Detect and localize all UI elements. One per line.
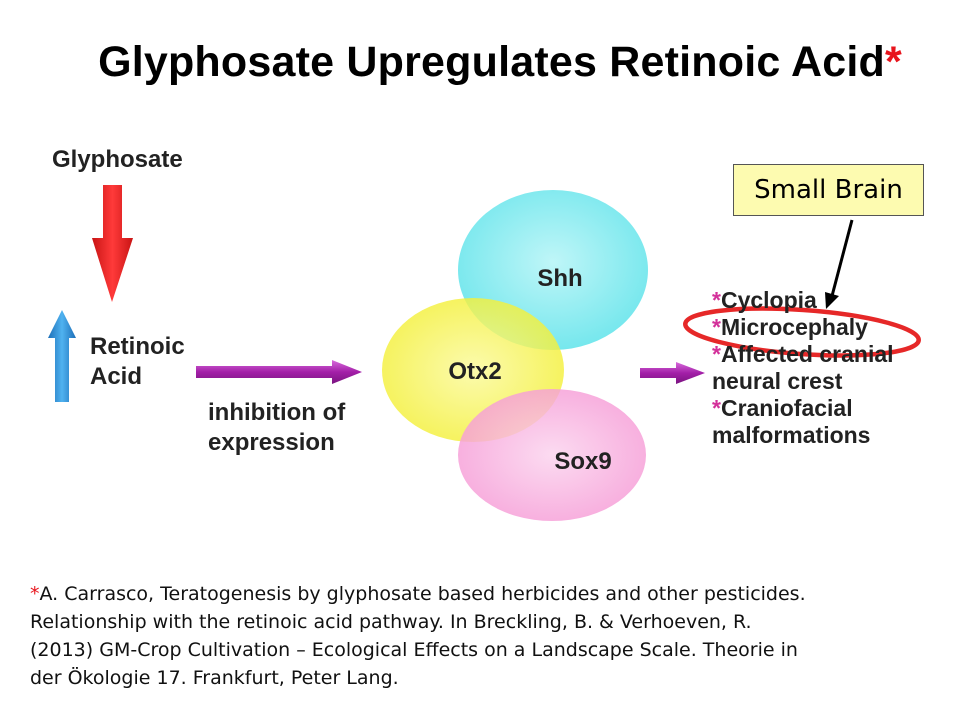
shh-label: Shh — [537, 265, 583, 292]
effect-text: Craniofacial — [720, 395, 853, 421]
title-asterisk: * — [885, 38, 902, 86]
citation-line-2: Relationship with the retinoic acid path… — [30, 611, 752, 633]
otx2-label: Otx2 — [448, 358, 502, 385]
small-brain-callout: Small Brain — [733, 164, 924, 216]
effect-marker: * — [712, 341, 721, 367]
citation-line-4: der Ökologie 17. Frankfurt, Peter Lang. — [30, 667, 399, 689]
retinoic-line-1: Retinoic — [90, 333, 185, 360]
blue-up-arrow — [48, 310, 76, 402]
effect-item: *Affected cranial — [712, 341, 894, 368]
effect-item: *Cyclopia — [712, 287, 894, 314]
sox9-ellipse — [458, 389, 646, 521]
inhibition-line-2: expression — [208, 429, 335, 456]
purple-arrow-left — [196, 360, 362, 384]
sox9-label: Sox9 — [554, 448, 612, 475]
citation-line-3: (2013) GM-Crop Cultivation – Ecological … — [30, 639, 798, 661]
microcephaly-highlight-ring — [683, 306, 921, 358]
effect-text: neural crest — [712, 368, 843, 394]
red-down-arrow — [92, 185, 133, 302]
effect-item: neural crest — [712, 368, 894, 395]
citation-text-1: A. Carrasco, Teratogenesis by glyphosate… — [39, 583, 806, 605]
citation: *A. Carrasco, Teratogenesis by glyphosat… — [30, 580, 930, 692]
retinoic-line-2: Acid — [90, 363, 143, 390]
callout-pointer-head — [825, 292, 839, 309]
effect-text: Microcephaly — [720, 314, 868, 340]
effect-text: Cyclopia — [720, 287, 817, 313]
inhibition-label: inhibition of expression — [208, 398, 345, 458]
effect-text: Affected cranial — [720, 341, 894, 367]
effects-list: *Cyclopia *Microcephaly *Affected crania… — [712, 287, 894, 449]
purple-arrow-right — [640, 362, 705, 384]
effect-text: malformations — [712, 422, 871, 448]
callout-pointer-line — [830, 219, 854, 297]
effect-marker: * — [712, 287, 721, 313]
effect-marker: * — [712, 314, 721, 340]
effect-item: malformations — [712, 422, 894, 449]
effect-item: *Microcephaly — [712, 314, 894, 341]
retinoic-acid-label: Retinoic Acid — [90, 332, 185, 392]
glyphosate-label: Glyphosate — [52, 146, 183, 173]
effect-marker: * — [712, 395, 721, 421]
citation-line-1: *A. Carrasco, Teratogenesis by glyphosat… — [30, 580, 930, 608]
title-text: Glyphosate Upregulates Retinoic Acid — [98, 38, 885, 86]
inhibition-line-1: inhibition of — [208, 399, 346, 426]
page-title: Glyphosate Upregulates Retinoic Acid* — [0, 38, 960, 87]
citation-marker: * — [30, 583, 40, 605]
effect-item: *Craniofacial — [712, 395, 894, 422]
